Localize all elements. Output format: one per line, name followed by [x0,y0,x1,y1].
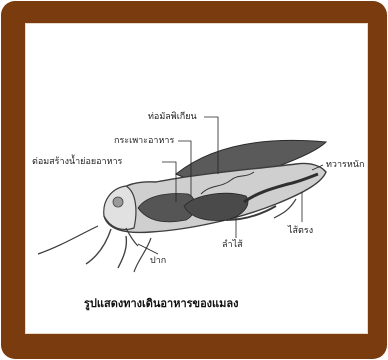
diagram-panel: ท่อมัลพิเกียน กระเพาะอาหาร ต่อมสร้างน้ำย… [25,23,368,334]
label-rectum: ไส้ตรง [288,226,313,236]
label-digestive-gland: ต่อมสร้างน้ำย่อยอาหาร [32,157,122,167]
antenna [38,226,98,254]
mouthpart-leg [134,238,151,272]
middle-leg [118,236,126,268]
label-stomach: กระเพาะอาหาร [114,136,174,146]
front-leg [86,229,111,264]
label-intestine: ลำไส้ [222,240,243,250]
label-anus: ทวารหนัก [326,160,364,170]
head [104,186,136,230]
label-mouth: ปาก [150,256,166,266]
insect-digestive-diagram [26,24,367,333]
label-malpighian-tubule: ท่อมัลพิเกียน [148,112,197,122]
eye [113,197,123,207]
diagram-caption: รูปแสดงทางเดินอาหารของแมลง [84,294,239,312]
